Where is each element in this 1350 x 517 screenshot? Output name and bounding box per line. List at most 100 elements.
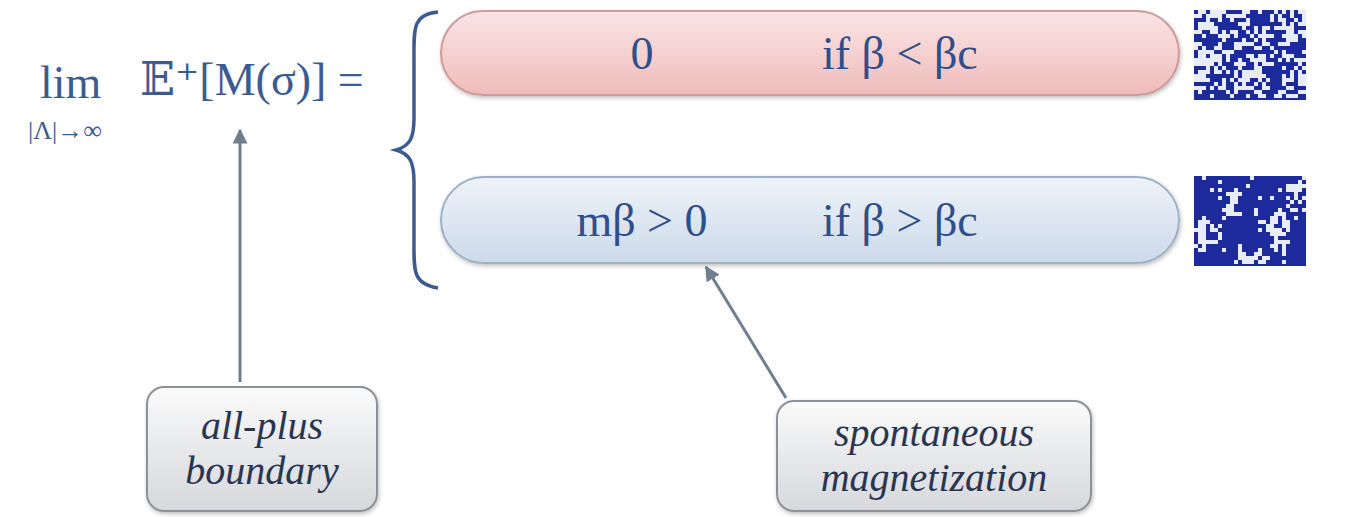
spin-cell [1226, 34, 1230, 38]
spin-cell [1294, 94, 1298, 98]
spin-cell [1198, 22, 1202, 26]
spin-cell [1198, 62, 1202, 66]
spin-cell [1254, 212, 1258, 216]
spin-cell [1234, 14, 1238, 18]
spin-cell [1298, 78, 1302, 82]
spin-cell [1230, 212, 1234, 216]
spin-cell [1242, 70, 1246, 74]
spin-cell [1202, 244, 1206, 248]
callout-box: spontaneous magnetization [776, 400, 1092, 512]
spin-cell [1262, 54, 1266, 58]
spin-cell [1222, 34, 1226, 38]
spin-cell [1210, 188, 1214, 192]
spin-cell [1302, 74, 1306, 78]
spin-cell [1218, 34, 1222, 38]
spin-cell [1214, 228, 1218, 232]
spin-cell [1270, 216, 1274, 220]
spin-cell [1206, 50, 1210, 54]
spin-cell [1234, 192, 1238, 196]
spin-cell [1202, 224, 1206, 228]
spin-cell [1230, 50, 1234, 54]
spin-ground [1194, 176, 1306, 266]
spin-cell [1270, 224, 1274, 228]
spin-cell [1298, 70, 1302, 74]
spin-cell [1246, 22, 1250, 26]
spin-cell [1282, 82, 1286, 86]
spin-cell [1218, 18, 1222, 22]
spin-cell [1198, 30, 1202, 34]
spin-cell [1194, 58, 1198, 62]
spin-cell [1290, 54, 1294, 58]
spin-cell [1294, 58, 1298, 62]
spin-cell [1206, 78, 1210, 82]
callout-box: all-plus boundary [146, 386, 378, 512]
spin-cell [1274, 228, 1278, 232]
spin-cell [1302, 90, 1306, 94]
spin-cell [1286, 38, 1290, 42]
spin-cell [1218, 14, 1222, 18]
case-text: mβ > 0 [462, 194, 822, 247]
spin-cell [1202, 54, 1206, 58]
spin-cell [1210, 10, 1214, 14]
case-pill: 0if β < βc [440, 10, 1180, 96]
spin-cell [1274, 26, 1278, 30]
spin-cell [1210, 94, 1214, 98]
spin-cell [1270, 62, 1274, 66]
spin-cell [1222, 86, 1226, 90]
spin-cell [1282, 216, 1286, 220]
spin-cell [1302, 176, 1306, 180]
spin-cell [1278, 58, 1282, 62]
spin-cell [1202, 176, 1206, 180]
spin-cell [1206, 26, 1210, 30]
spin-cell [1202, 248, 1206, 252]
spin-cell [1202, 62, 1206, 66]
spin-cell [1258, 260, 1262, 264]
spin-cell [1290, 38, 1294, 42]
spin-cell [1258, 46, 1262, 50]
spin-cell [1230, 18, 1234, 22]
spin-cell [1258, 196, 1262, 200]
spin-cell [1274, 220, 1278, 224]
spin-cell [1286, 240, 1290, 244]
spin-cell [1202, 236, 1206, 240]
spin-cell [1238, 256, 1242, 260]
spin-cell [1198, 54, 1202, 58]
spin-cell [1270, 34, 1274, 38]
spin-cell [1262, 82, 1266, 86]
spin-cell [1274, 232, 1278, 236]
spin-cell [1194, 78, 1198, 82]
spin-cell [1290, 34, 1294, 38]
spin-cell [1194, 14, 1198, 18]
spin-cell [1266, 62, 1270, 66]
spin-cell [1210, 54, 1214, 58]
spin-cell [1278, 208, 1282, 212]
spin-cell [1294, 18, 1298, 22]
spin-cell [1202, 240, 1206, 244]
spin-cell [1194, 86, 1198, 90]
spin-cell [1198, 10, 1202, 14]
spin-cell [1238, 46, 1242, 50]
spin-cell [1286, 188, 1290, 192]
spin-cell [1242, 260, 1246, 264]
spin-cell [1238, 22, 1242, 26]
spin-cell [1210, 26, 1214, 30]
spin-cell [1294, 196, 1298, 200]
spin-cell [1266, 224, 1270, 228]
spin-cell [1226, 90, 1230, 94]
spin-cell [1226, 54, 1230, 58]
spin-cell [1218, 196, 1222, 200]
spin-cell [1250, 74, 1254, 78]
spin-cell [1278, 212, 1282, 216]
spin-cell [1246, 42, 1250, 46]
spin-cell [1258, 78, 1262, 82]
spin-cell [1294, 34, 1298, 38]
spin-cell [1222, 248, 1226, 252]
spin-cell [1210, 240, 1214, 244]
spin-cell [1294, 192, 1298, 196]
spin-cell [1238, 192, 1242, 196]
spin-cell [1206, 66, 1210, 70]
spin-cell [1202, 232, 1206, 236]
spin-cell [1290, 86, 1294, 90]
spin-cell [1262, 74, 1266, 78]
